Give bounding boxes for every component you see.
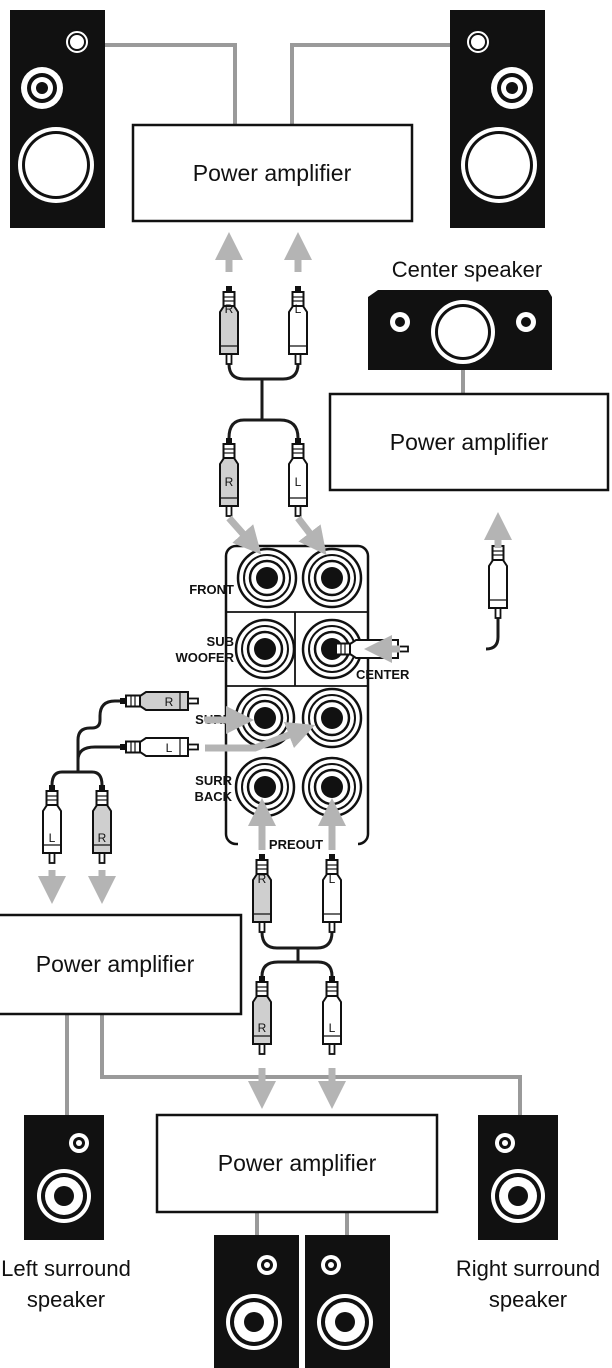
front-cable-wire [227,363,300,439]
plug-letter-l: L [49,831,56,845]
surround-back-left-speaker [214,1235,299,1368]
plug-letter-l: L [329,872,336,886]
subwoofer-jack-label: WOOFER [176,650,235,665]
surround-plug-right: R [119,691,199,711]
jack-surround-back-left [234,756,296,818]
surround-back-plug-right-bottom [252,975,272,1055]
center-plug-top [488,539,508,619]
right-surround-label: speaker [489,1287,567,1312]
jack-subwoofer [234,618,296,680]
front-left-speaker [10,10,105,228]
center-speaker-label: Center speaker [392,257,542,282]
surround-back-plug-left-top [322,853,342,933]
surround-amplifier-label: Power amplifier [36,951,195,977]
surround-back-jack-label: SURR [195,773,232,788]
plug-letter-r: R [165,695,174,709]
surround-plug-bottom-right [92,784,112,864]
plug-letter-r: R [98,831,107,845]
jack-surround-right [301,687,363,749]
plug-letter-r: R [258,872,267,886]
plug-letter-l: L [329,1021,336,1035]
left-surround-label: speaker [27,1287,105,1312]
jack-front-left [236,547,298,609]
surround-back-amplifier-label: Power amplifier [218,1150,377,1176]
speaker-wires [65,43,522,1235]
plug-letter-r: R [258,1021,267,1035]
center-jack-label: CENTER [356,667,410,682]
surround-back-power-amplifier: Power amplifier [155,1113,439,1214]
surround-back-plug-left-bottom [322,975,342,1055]
center-power-amplifier: Power amplifier [328,392,610,492]
front-plug-right-top: R [219,285,239,365]
left-surround-label: Left surround [1,1256,131,1281]
plug-letter-l: L [295,302,302,316]
front-plug-left-top: L [288,285,308,365]
surround-back-plug-right-top [252,853,272,933]
surround-plug-left: L [119,737,199,757]
right-surround-speaker [478,1115,558,1240]
center-speaker [368,290,552,370]
plug-letter-l: L [295,475,302,489]
right-surround-label: Right surround [456,1256,600,1281]
plug-letter-l: L [166,741,173,755]
plug-letter-r: R [225,302,234,316]
subwoofer-jack-label: SUB [207,634,234,649]
left-surround-speaker [24,1115,104,1240]
center-cable-wire [485,618,500,651]
surround-power-amplifier: Power amplifier [0,913,243,1016]
jack-surround-back-right [301,756,363,818]
surround-back-jack-label: BACK [194,789,232,804]
surround-back-cable-wire [260,931,334,977]
preout-label: PREOUT [269,837,323,852]
surround-back-right-speaker [305,1235,390,1368]
front-right-speaker [450,10,545,228]
front-power-amplifier: Power amplifier [131,123,414,223]
jack-front-right [301,547,363,609]
signal-arrows [38,232,512,1109]
surround-plug-bottom-left [42,784,62,864]
front-amplifier-label: Power amplifier [193,160,352,186]
front-jack-label: FRONT [189,582,234,597]
plug-letter-r: R [225,475,234,489]
center-amplifier-label: Power amplifier [390,429,549,455]
surround-cable-wire [50,699,120,786]
